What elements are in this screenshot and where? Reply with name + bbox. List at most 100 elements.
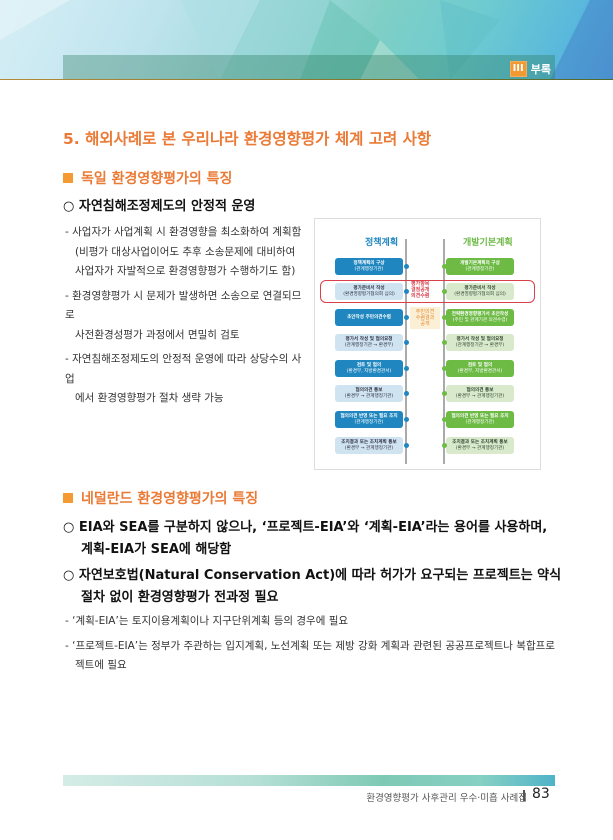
netherlands-point-2: ○ 자연보호법(Natural Conservation Act)에 따라 허가… [63,565,561,609]
netherlands-dashes: - ‘계획-EIA’는 토지이용계획이나 지구단위계획 등의 경우에 필요 - … [65,612,555,676]
line: 젝트에 필요 [75,659,127,671]
step-text: 평가준비서 작성 [464,285,496,291]
left-step-box: 평가준비서 작성(환경영향평가협의회 심의) [335,283,403,300]
step-text: (환경부 → 관계행정기관) [344,445,394,451]
line: 계획-EIA가 SEA에 해당함 [81,542,232,557]
banner-pattern [0,0,613,80]
line: (비평가 대상사업이어도 추후 소송문제에 대비하여 [75,245,296,258]
step-text: 협의의견 통보 [355,387,383,393]
line: - 환경영향평가 시 문제가 발생하면 소송으로 연결되므로 [65,289,302,322]
line: 의견수렴 [411,293,430,299]
dash-item: - ‘계획-EIA’는 토지이용계획이나 지구단위계획 등의 경우에 필요 [65,615,349,627]
step-text: 조치결과 또는 조치계획 통보 [341,439,397,445]
timeline-dot-icon [442,289,447,294]
timeline-dot-icon [404,366,409,371]
point-text: 자연침해조정제도의 안정적 운영 [78,199,256,214]
right-step-box: 협의의견 반영 또는 필요 조치(관계행정기관) [446,411,514,428]
square-bullet-icon [63,173,73,183]
germany-dashes: - 사업자가 사업계획 시 환경영향을 최소화하여 계획함 (비평가 대상사업이… [65,223,310,409]
footer-title: 환경영향평가 사후관리 우수·미흡 사례집 [366,793,527,804]
timeline-dot-icon [404,289,409,294]
step-text: 초안작성 주민의견수렴 [347,314,391,320]
line: EIA와 SEA를 구분하지 않으나, ‘프로젝트-EIA’와 ‘계획-EIA’… [78,520,548,535]
right-timeline [443,239,445,464]
section-title: 5. 해외사례로 본 우리나라 환경영향평가 체계 고려 사항 [63,130,432,148]
step-text: 협의의견 반영 또는 필요 조치 [451,413,509,419]
step-text: 평가서 작성 및 협의요청 [345,336,393,342]
step-text: 협의의견 반영 또는 필요 조치 [340,413,398,419]
line: 결정공개 [411,287,430,293]
step-text: 정책계획의 구상 [353,260,385,266]
right-step-box: 전략환경영향평가서 초안작성(주민 및 관계기관 의견수렴) [446,309,514,326]
line: 절차 없이 환경영향평가 전과정 필요 [81,590,279,605]
left-step-box: 협의의견 반영 또는 필요 조치(관계행정기관) [335,411,403,428]
line: - 사업자가 사업계획 시 환경영향을 최소화하여 계획함 [65,226,302,238]
step-text: (관계행정기관) [465,419,495,425]
right-column-title: 개발기본계획 [463,238,513,248]
timeline-dot-icon [404,340,409,345]
step-text: 평가서 작성 및 협의요청 [456,336,504,342]
timeline-dot-icon [442,391,447,396]
left-step-box: 검토 및 협의(환경부, 지방환경관서) [335,360,403,377]
heading-text: 독일 환경영향평가의 특징 [81,171,233,187]
step-text: 검토 및 협의 [356,362,382,368]
timeline-dot-icon [404,391,409,396]
right-step-box: 개발기본계획의 구상(관계행정기관) [446,258,514,275]
step-text: (환경부 → 관계행정기관) [344,393,394,399]
timeline-dot-icon [404,264,409,269]
timeline-dot-icon [404,443,409,448]
right-step-box: 협의의견 통보(환경부 → 관계행정기관) [446,385,514,402]
step-text: 협의의견 통보 [466,387,494,393]
appendix-number: III [509,61,527,77]
step-text: 조치결과 또는 조치계획 통보 [452,439,508,445]
left-step-box: 협의의견 통보(환경부 → 관계행정기관) [335,385,403,402]
step-text: (관계행정기관 → 환경부) [455,342,505,348]
step-text: (환경부, 지방환경관서) [457,368,503,374]
line: - 자연침해조정제도의 안정적 운영에 따라 상당수의 사업 [65,353,302,385]
line: 사업자가 자발적으로 환경영향평가 수행하기도 함) [75,265,296,277]
germany-point: ○ 자연침해조정제도의 안정적 운영 [63,199,256,214]
timeline-dot-icon [442,340,447,345]
left-step-box: 정책계획의 구상(관계행정기관) [335,258,403,275]
left-step-box: 평가서 작성 및 협의요청(관계행정기관 → 환경부) [335,334,403,351]
line: 주민의견 [415,309,435,315]
appendix-label: 부록 [530,63,551,76]
netherlands-heading: 네덜란드 환경영향평가의 특징 [63,488,258,508]
line: 공개 [420,321,430,327]
dash-item: - 환경영향평가 시 문제가 발생하면 소송으로 연결되므로 사전환경성평가 과… [65,287,310,346]
step-text: (관계행정기관) [354,419,384,425]
line: 에서 환경영향평가 절차 생략 가능 [75,392,224,404]
step-text: 평가준비서 작성 [353,285,385,291]
left-step-box: 초안작성 주민의견수렴 [335,309,403,326]
heading-text: 네덜란드 환경영향평가의 특징 [81,491,259,507]
right-step-box: 평가서 작성 및 협의요청(관계행정기관 → 환경부) [446,334,514,351]
timeline-dot-icon [404,417,409,422]
line: 사전환경성평가 과정에서 면밀히 검토 [75,328,240,341]
page-number: 83 [532,786,550,802]
right-step-box: 조치결과 또는 조치계획 통보(환경부 → 관계행정기관) [446,437,514,454]
step-text: 전략환경영향평가서 초안작성 [451,311,509,317]
footer-bar [63,775,555,786]
step-text: (환경부 → 관계행정기관) [455,393,505,399]
footer-separator [523,790,525,801]
step-text: (환경부, 지방환경관서) [346,368,392,374]
banner-line [0,79,613,80]
line: 수렴결과 [415,315,435,321]
germany-heading: 독일 환경영향평가의 특징 [63,168,232,188]
banner-strip [63,55,555,80]
step-text: (주민 및 관계기관 의견수렴) [452,317,508,323]
timeline-dot-icon [442,264,447,269]
square-bullet-icon [63,493,73,503]
step-text: (환경영향평가협의회 심의) [454,291,506,297]
dash-item: - 사업자가 사업계획 시 환경영향을 최소화하여 계획함 (비평가 대상사업이… [65,223,310,282]
timeline-dot-icon [442,315,447,320]
header-banner: III 부록 [0,0,613,80]
dash-item: - ‘프로젝트-EIA’는 정부가 주관하는 입지계획, 노선계획 또는 제방 … [65,639,555,652]
step-text: (관계행정기관) [465,266,495,272]
left-column-title: 정책계획 [365,238,399,248]
highlight-box [320,280,535,303]
step-text: (관계행정기관) [354,266,384,272]
